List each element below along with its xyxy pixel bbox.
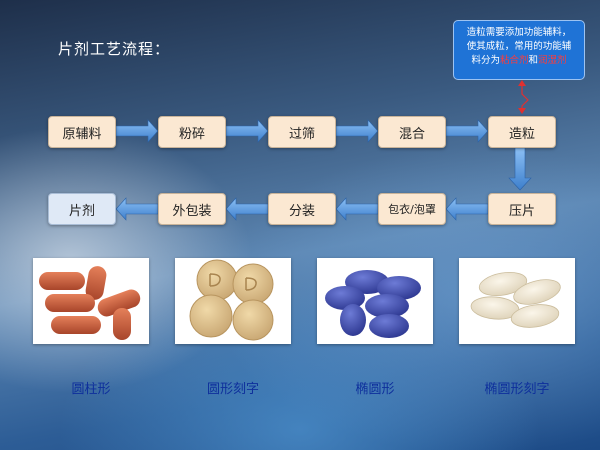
step-compression: 压片 — [488, 193, 556, 225]
step-mixing: 混合 — [378, 116, 446, 148]
note-line-1: 造粒需要添加功能辅料， — [466, 27, 572, 38]
binder-label: 粘合剂 — [499, 55, 529, 66]
page-title: 片剂工艺流程： — [58, 40, 171, 58]
arrow-left-4 — [115, 197, 159, 221]
arrow-down — [508, 147, 532, 191]
arrow-right-4 — [445, 119, 489, 143]
step-sieving: 过筛 — [268, 116, 336, 148]
caption-oval-engraved: 椭圆形刻字 — [484, 382, 550, 397]
step-tablets-final: 片剂 — [48, 193, 116, 225]
step-raw-materials: 原辅料 — [48, 116, 116, 148]
wetting-agent-label: 润湿剂 — [538, 55, 567, 66]
caption-round-engraved: 圆形刻字 — [206, 382, 259, 397]
granulation-note: 造粒需要添加功能辅料， 使其成粒，常用的功能辅 料分为粘合剂和润湿剂 — [453, 20, 585, 80]
arrow-right-3 — [335, 119, 379, 143]
note-line-3-prefix: 料分为 — [471, 55, 500, 66]
arrow-left-1 — [445, 197, 489, 221]
arrow-left-3 — [225, 197, 269, 221]
step-granulation: 造粒 — [488, 116, 556, 148]
cylindrical-tablets-icon — [39, 266, 141, 340]
oval-engraved-tablets-icon — [470, 271, 561, 328]
note-conjunction: 和 — [528, 55, 539, 66]
oval-engraved-tablets-image — [459, 258, 575, 344]
step-outer-packaging: 外包装 — [158, 193, 226, 225]
note-connector-arrow — [521, 82, 529, 112]
caption-cylindrical: 圆柱形 — [71, 382, 111, 397]
arrow-right-2 — [225, 119, 269, 143]
step-coating-blister: 包衣/泡罩 — [378, 193, 446, 225]
arrow-left-2 — [335, 197, 379, 221]
step-subpackaging: 分装 — [268, 193, 336, 225]
arrow-right-1 — [115, 119, 159, 143]
cylindrical-tablets-image — [33, 258, 149, 344]
round-engraved-tablets-icon — [189, 259, 274, 341]
note-line-2: 使其成粒，常用的功能辅 — [466, 41, 572, 52]
oval-tablets-image — [317, 258, 433, 344]
note-line-3: 料分为粘合剂和润湿剂 — [460, 54, 578, 68]
caption-oval: 椭圆形 — [355, 382, 395, 397]
step-crushing: 粉碎 — [158, 116, 226, 148]
round-engraved-tablets-image — [175, 258, 291, 344]
oval-tablets-icon — [325, 270, 421, 338]
